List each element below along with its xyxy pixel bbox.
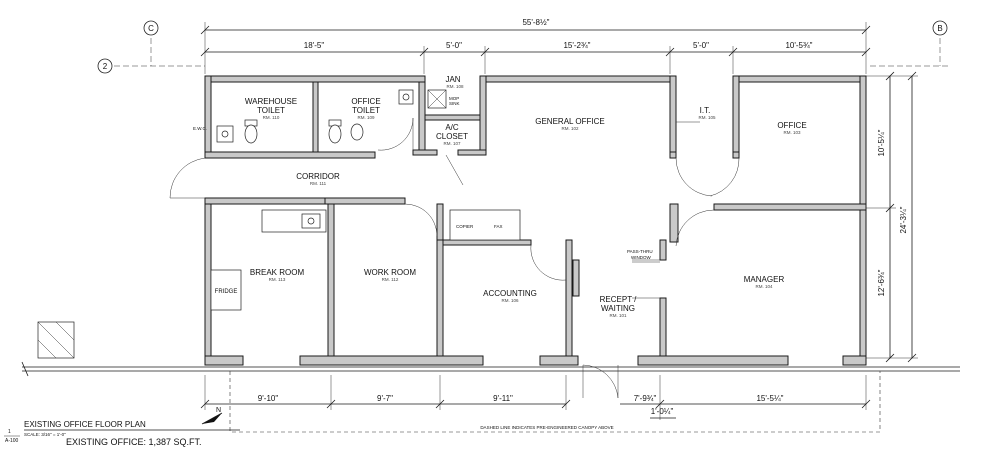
dim-overall-top: 55'-8½" bbox=[522, 18, 549, 27]
room-recept-line2: WAITING bbox=[601, 304, 635, 313]
room-warehouse-toilet-line1: WAREHOUSE bbox=[245, 97, 297, 106]
dim-bottom-small: 1'-0¼" bbox=[651, 407, 674, 416]
sheet-ref: A-100 bbox=[5, 438, 19, 444]
room-office-toilet-line2: TOILET bbox=[352, 106, 380, 115]
grid-marker-b-label: B bbox=[937, 24, 942, 33]
exterior-pad bbox=[37, 321, 75, 359]
room-break-room-name: BREAK ROOM bbox=[250, 268, 305, 277]
fridge-label: FRIDGE bbox=[215, 289, 238, 295]
room-general-office-number: RM. 102 bbox=[561, 126, 579, 131]
room-jan-number: RM. 108 bbox=[446, 84, 464, 89]
grid-marker-2: 2 bbox=[97, 58, 950, 74]
dim-bottom-5: 15'-5¼" bbox=[756, 394, 783, 403]
room-warehouse-toilet-number: RM. 110 bbox=[263, 115, 280, 120]
right-dimensions: 10'-5¼" 12'-6¾" 24'-3¼" bbox=[866, 71, 918, 363]
plan-scale: SCALE: 3/16" = 1'-0" bbox=[24, 432, 66, 437]
grid-marker-2-label: 2 bbox=[103, 62, 108, 71]
dim-right-1: 10'-5¼" bbox=[877, 129, 886, 156]
room-office-number: RM. 103 bbox=[783, 130, 801, 135]
mop-sink-label-1: MOP bbox=[449, 96, 459, 101]
north-arrow-icon: N bbox=[201, 407, 223, 425]
grid-marker-c: C bbox=[143, 20, 159, 66]
room-corridor-name: CORRIDOR bbox=[296, 172, 340, 181]
pass-thru-label-2: WINDOW bbox=[631, 255, 651, 260]
dim-top-1: 18'-5" bbox=[304, 41, 325, 50]
canopy-outline bbox=[229, 371, 881, 433]
room-manager-name: MANAGER bbox=[744, 275, 785, 284]
doors bbox=[169, 117, 740, 399]
room-labels: WAREHOUSE TOILET RM. 110 OFFICE TOILET R… bbox=[245, 75, 807, 318]
fixture-labels: FRIDGE E.W.C. MOP SINK COPIER FAX PASS-T… bbox=[193, 96, 653, 295]
pass-thru-label-1: PASS-THRU bbox=[627, 249, 653, 254]
dim-right-2: 12'-6¾" bbox=[877, 269, 886, 296]
fax-label: FAX bbox=[494, 224, 503, 229]
sheet-number: 1 bbox=[8, 429, 11, 435]
grid-marker-c-label: C bbox=[148, 24, 154, 33]
room-manager-number: RM. 104 bbox=[755, 284, 773, 289]
room-office-name: OFFICE bbox=[777, 121, 806, 130]
canopy-note: DASHED LINE INDICATES PRE-ENGINEERED CAN… bbox=[480, 425, 613, 430]
room-break-room-number: RM. 113 bbox=[269, 277, 286, 282]
dim-right-overall: 24'-3¼" bbox=[899, 206, 908, 233]
fixtures bbox=[210, 89, 660, 311]
room-office-toilet-line1: OFFICE bbox=[351, 97, 380, 106]
dim-bottom-4: 7'-9¾" bbox=[634, 394, 657, 403]
room-it-name: I.T. bbox=[700, 106, 711, 115]
room-ac-closet-line1: A/C bbox=[445, 123, 459, 132]
grid-marker-b: B bbox=[932, 20, 948, 66]
dim-bottom-1: 9'-10" bbox=[258, 394, 279, 403]
room-it-number: RM. 105 bbox=[698, 115, 716, 120]
room-recept-number: RM. 101 bbox=[609, 313, 627, 318]
dim-top-4: 5'-0" bbox=[693, 41, 709, 50]
copier-label: COPIER bbox=[456, 224, 474, 229]
dim-bottom-3: 9'-11" bbox=[493, 394, 513, 403]
title-block: 1 A-100 EXISTING OFFICE FLOOR PLAN SCALE… bbox=[4, 420, 240, 447]
dim-bottom-2: 9'-7" bbox=[377, 394, 393, 403]
room-work-room-name: WORK ROOM bbox=[364, 268, 416, 277]
room-accounting-name: ACCOUNTING bbox=[483, 289, 537, 298]
mop-sink-label-2: SINK bbox=[449, 101, 460, 106]
interior-walls bbox=[204, 75, 867, 357]
bottom-dimensions: 9'-10" 9'-7" 9'-11" 7'-9¾" 15'-5¼" 1'-0¼… bbox=[200, 375, 871, 420]
dim-top-3: 15'-2¾" bbox=[563, 41, 590, 50]
ewc-label: E.W.C. bbox=[193, 126, 207, 131]
plan-title: EXISTING OFFICE FLOOR PLAN bbox=[24, 420, 146, 429]
room-office-toilet-number: RM. 109 bbox=[357, 115, 375, 120]
room-ac-closet-line2: CLOSET bbox=[436, 132, 468, 141]
room-general-office-name: GENERAL OFFICE bbox=[535, 117, 605, 126]
room-corridor-number: RM. 111 bbox=[310, 181, 327, 186]
room-recept-line1: RECEPT / bbox=[600, 295, 638, 304]
north-arrow-label: N bbox=[216, 407, 221, 414]
room-warehouse-toilet-line2: TOILET bbox=[257, 106, 285, 115]
existing-office-area: EXISTING OFFICE: 1,387 SQ.FT. bbox=[66, 437, 202, 447]
room-ac-closet-number: RM. 107 bbox=[443, 141, 461, 146]
top-dimensions: 55'-8½" 18'-5" 5'-0" 15'-2¾" 5'-0" 10'-5… bbox=[200, 18, 871, 74]
dim-top-5: 10'-5¾" bbox=[785, 41, 812, 50]
room-jan-name: JAN bbox=[445, 75, 460, 84]
room-work-room-number: RM. 112 bbox=[382, 277, 399, 282]
room-accounting-number: RM. 106 bbox=[501, 298, 519, 303]
dim-top-2: 5'-0" bbox=[446, 41, 462, 50]
